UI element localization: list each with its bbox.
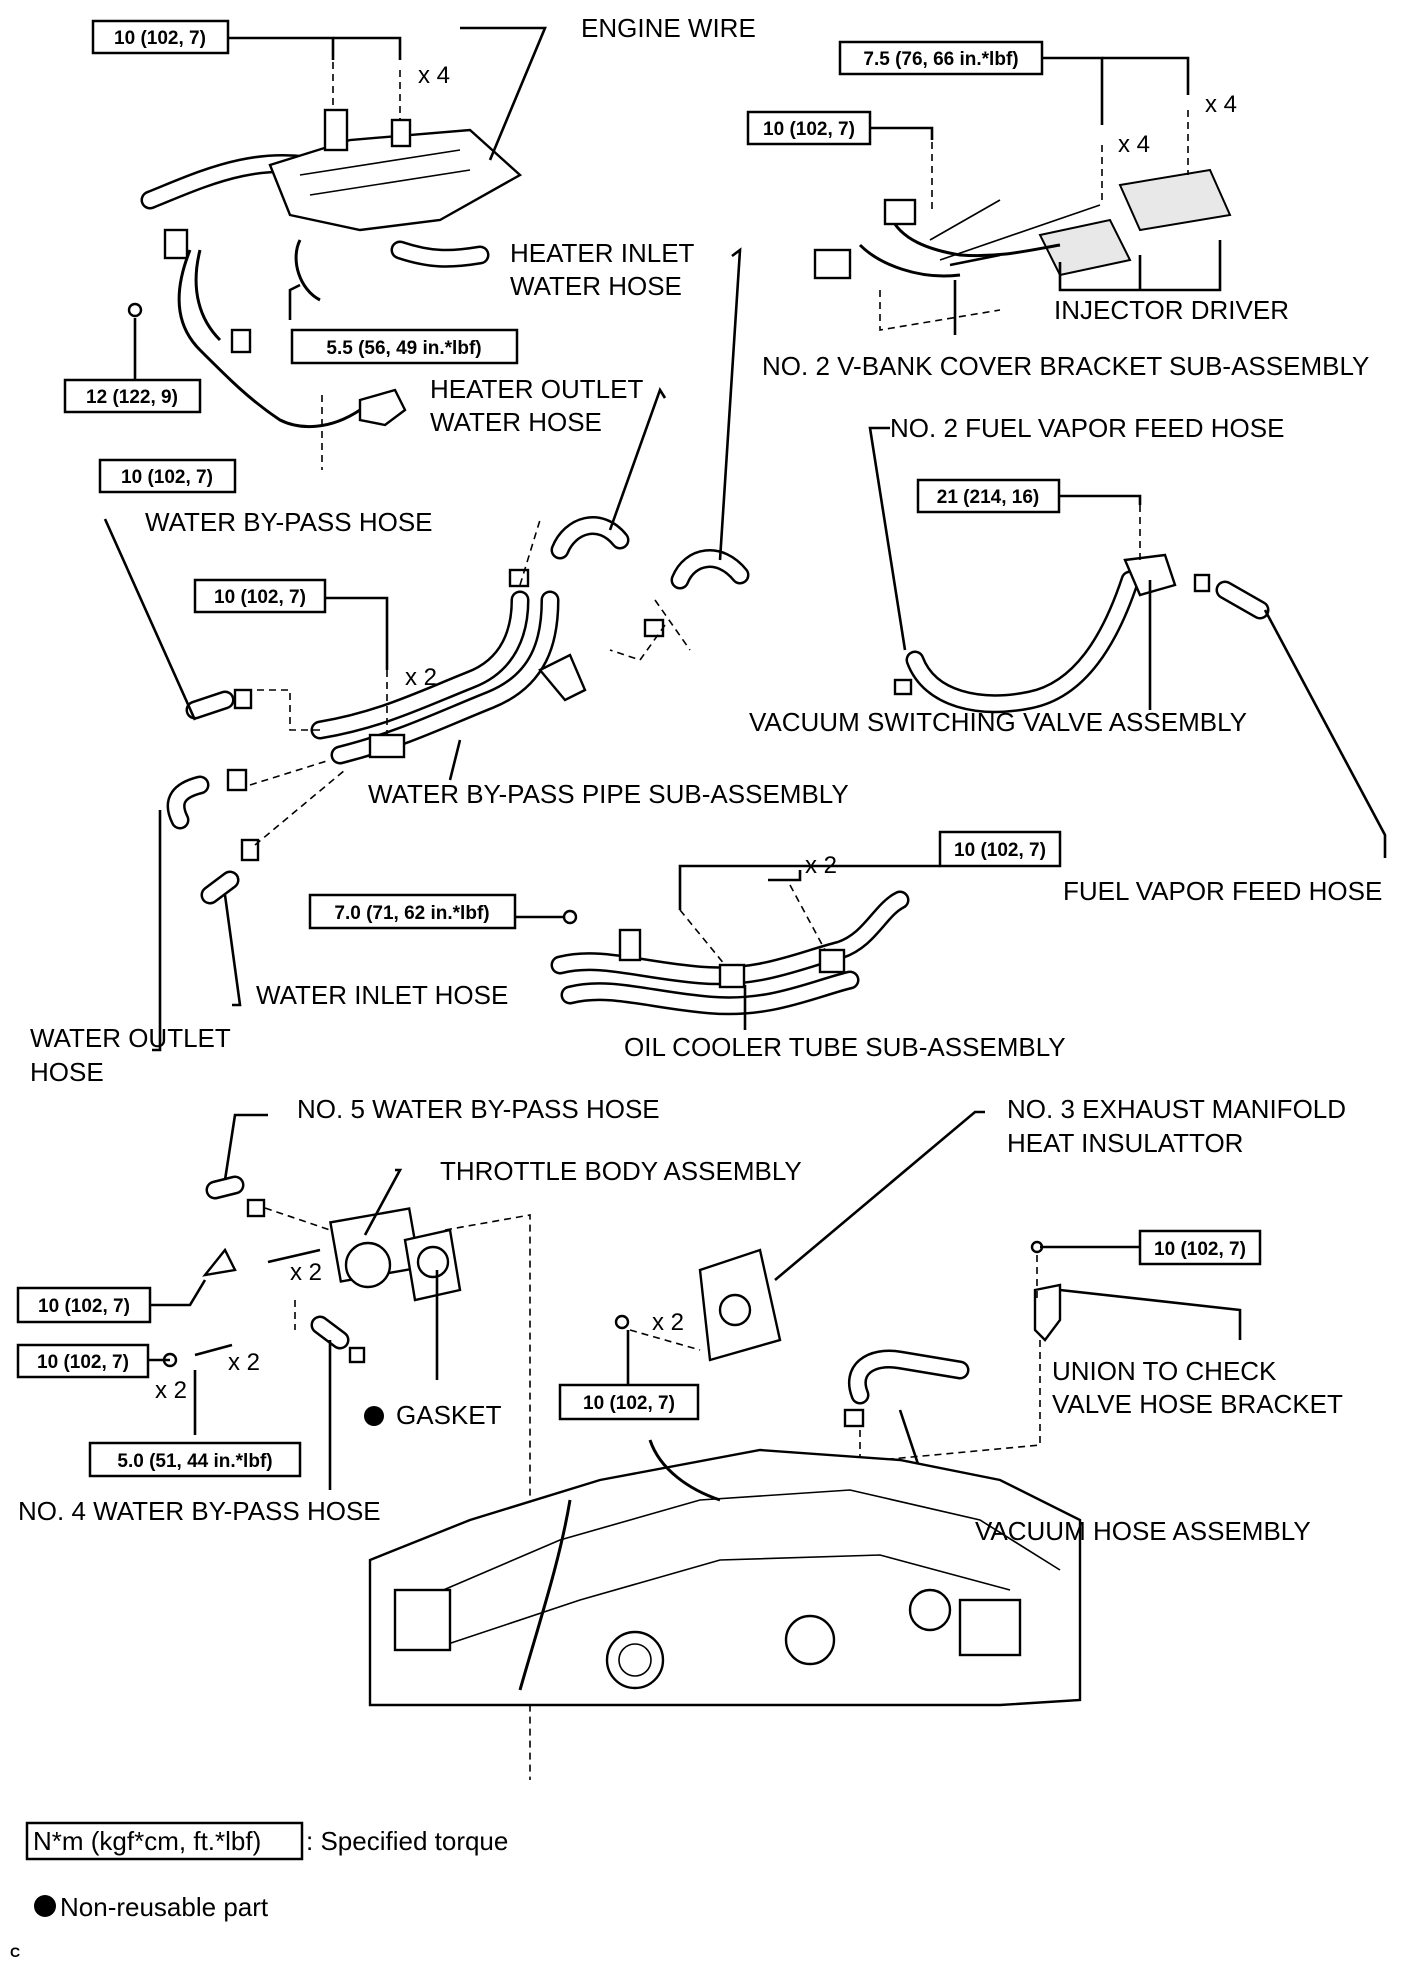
legend-torque-text: : Specified torque [306,1826,508,1856]
torque-oil-cooler-nut: 7.0 (71, 62 in.*lbf) [334,903,489,924]
torque-vsv: 21 (214, 16) [937,487,1039,508]
injector-driver-parts [813,168,1232,280]
label-vsv: VACUUM SWITCHING VALVE ASSEMBLY [749,707,1247,737]
label-heater-outlet-2: WATER HOSE [430,407,602,437]
mult-insul-x2: x 2 [652,1309,684,1336]
label-vbank-bracket: NO. 2 V-BANK COVER BRACKET SUB-ASSEMBLY [762,351,1369,381]
torque-throttle-bolt: 10 (102, 7) [38,1296,130,1317]
torque-heater-outlet: 10 (102, 7) [121,467,213,488]
label-no4-bypass: NO. 4 WATER BY-PASS HOSE [18,1496,381,1526]
label-union-2: VALVE HOSE BRACKET [1052,1389,1343,1419]
label-fuel-vapor: FUEL VAPOR FEED HOSE [1063,876,1382,906]
label-water-bypass-pipe: WATER BY-PASS PIPE SUB-ASSEMBLY [368,779,849,809]
label-injector-driver: INJECTOR DRIVER [1054,295,1289,325]
water-bypass-pipe [310,590,587,765]
label-union-1: UNION TO CHECK [1052,1356,1277,1386]
label-water-outlet-1: WATER OUTLET [30,1023,231,1053]
label-no5-bypass: NO. 5 WATER BY-PASS HOSE [297,1094,660,1124]
label-water-bypass-hose: WATER BY-PASS HOSE [145,507,433,537]
label-water-outlet-2: HOSE [30,1057,104,1087]
label-no3-exhaust-2: HEAT INSULATTOR [1007,1128,1243,1158]
torque-union-bracket: 10 (102, 7) [1154,1239,1246,1260]
engine-block [368,1439,1082,1707]
legend-nonreusable-text: Non-reusable part [60,1892,269,1922]
label-engine-wire: ENGINE WIRE [581,13,756,43]
label-heater-inlet-2: WATER HOSE [510,271,682,301]
label-water-inlet-hose: WATER INLET HOSE [256,980,508,1010]
mult-throttle-x2: x 2 [290,1259,322,1286]
mult-pipe-x2: x 2 [405,664,437,691]
vacuum-switching-valve [893,553,1270,714]
label-vacuum-hose: VACUUM HOSE ASSEMBLY [975,1516,1311,1546]
torque-bracket-nut: 5.5 (56, 49 in.*lbf) [326,338,481,359]
torque-injector-nut: 7.5 (76, 66 in.*lbf) [863,49,1018,70]
label-no2-fuel-vapor: NO. 2 FUEL VAPOR FEED HOSE [890,413,1284,443]
torque-throttle-nut: 10 (102, 7) [37,1352,129,1373]
legend-torque-box: N*m (kgf*cm, ft.*lbf) [33,1826,261,1856]
mult-oil-x2: x 2 [805,852,837,879]
mult-stud-x2: x 2 [228,1349,260,1376]
label-throttle-body: THROTTLE BODY ASSEMBLY [440,1156,802,1186]
mult-nut-x2: x 2 [155,1377,187,1404]
label-heater-outlet-1: HEATER OUTLET [430,374,643,404]
mult-inj-x4-a: x 4 [1205,91,1237,118]
throttle-body-group [162,1175,462,1368]
torque-oil-cooler-bolt: 10 (102, 7) [954,840,1046,861]
oil-cooler-tube [550,890,910,1016]
heater-hoses [508,516,750,638]
torque-vbank-bolt: 10 (102, 7) [763,119,855,140]
torque-pipe-bolt: 10 (102, 7) [214,587,306,608]
label-oil-cooler: OIL COOLER TUBE SUB-ASSEMBLY [624,1032,1066,1062]
label-no3-exhaust-1: NO. 3 EXHAUST MANIFOLD [1007,1094,1346,1124]
label-gasket: GASKET [396,1400,502,1430]
label-heater-inlet-1: HEATER INLET [510,238,695,268]
mult-inj-x4-b: x 4 [1118,131,1150,158]
insulator-union-vacuum [614,1240,1062,1428]
engine-wire-harness [127,108,523,429]
torque-engine-wire: 10 (102, 7) [114,28,206,49]
nonreusable-dot-gasket [364,1406,384,1426]
legend-nonreusable-dot [34,1895,56,1917]
torque-wire-left: 12 (122, 9) [86,387,178,408]
torque-insulator: 10 (102, 7) [583,1393,675,1414]
torque-stud: 5.0 (51, 44 in.*lbf) [117,1451,272,1472]
mult-engine-x4: x 4 [418,62,450,89]
corner-mark: C [10,1944,20,1960]
bypass-small-hoses [166,688,260,905]
